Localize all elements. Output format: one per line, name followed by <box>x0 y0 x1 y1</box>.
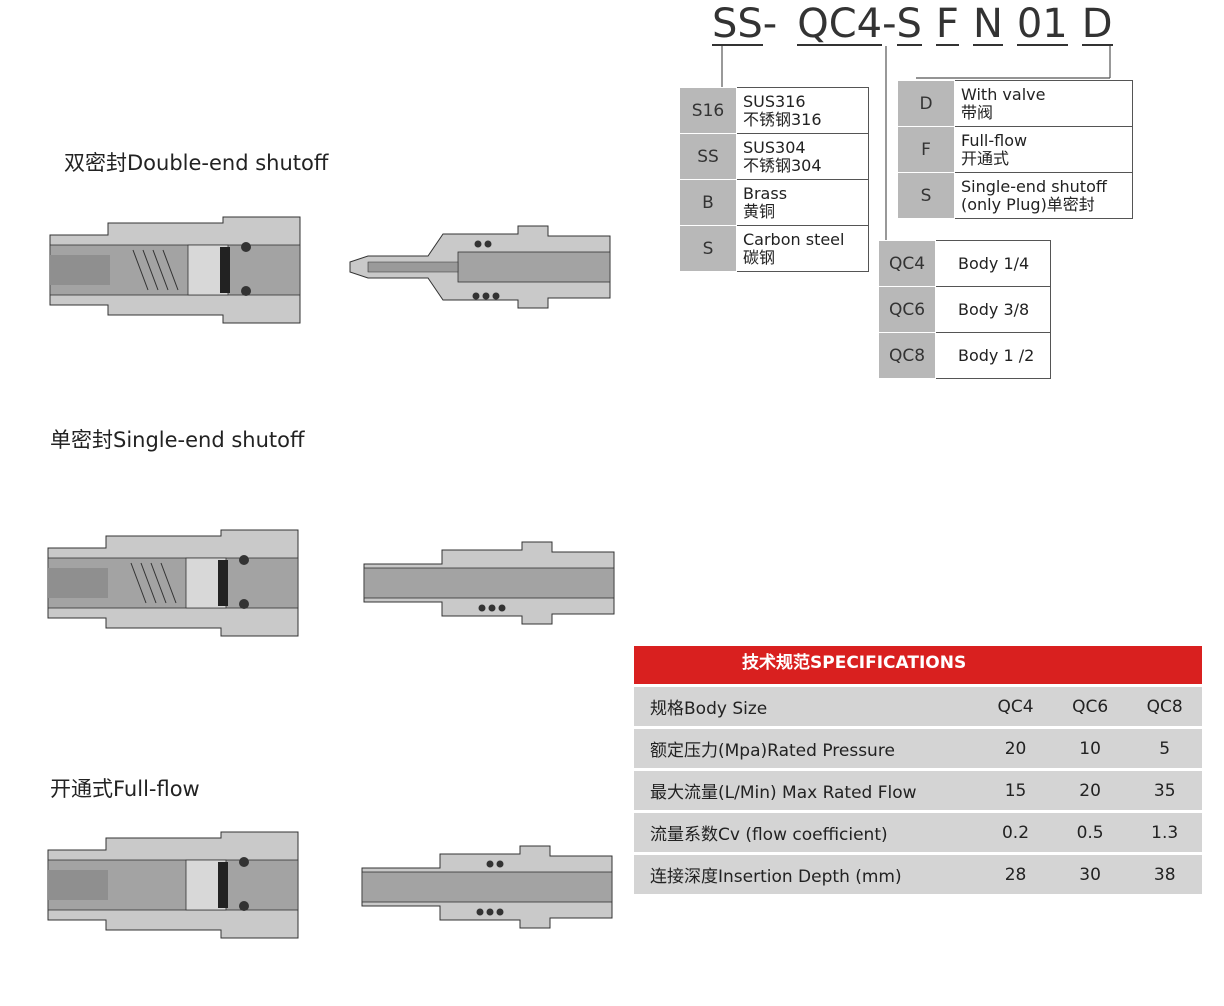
code-f: F <box>935 1 959 47</box>
body-code: QC8 <box>878 332 936 379</box>
valve-name-cn: (only Plug)单密封 <box>961 194 1095 214</box>
spec-cell: 20 <box>1004 738 1027 759</box>
body-label: Body 3/8 <box>935 286 1051 333</box>
spec-row-label: 最大流量(L/Min) Max Rated Flow <box>650 783 917 803</box>
material-name: SUS316 <box>743 91 806 111</box>
valve-name-cn: 带阀 <box>961 102 994 122</box>
material-name: SUS304 <box>743 137 806 157</box>
material-name-cn: 黄铜 <box>743 201 776 221</box>
spec-row: 流量系数Cv (flow coefficient) 0.2 0.5 1.3 <box>634 813 1202 852</box>
code-valve: D <box>1081 1 1113 47</box>
body-label: Body 1/4 <box>935 240 1051 287</box>
spec-row: 连接深度Insertion Depth (mm) 28 30 38 <box>634 855 1202 894</box>
socket-illustration <box>49 216 301 324</box>
section-title-double: 双密封Double-end shutoff <box>64 151 329 175</box>
socket-illustration <box>47 831 299 939</box>
spec-cell: 38 <box>1153 864 1176 885</box>
material-name-cn: 不锈钢316 <box>743 109 822 129</box>
valve-code: S <box>897 172 955 219</box>
valve-code: F <box>897 126 955 173</box>
spec-cell: 15 <box>1004 780 1027 801</box>
valve-code: D <box>897 80 955 127</box>
code-material: SS <box>712 1 763 47</box>
material-code: S <box>679 225 737 272</box>
specifications-table: 技术规范SPECIFICATIONS 规格Body Size QC4 QC6 Q… <box>634 646 1202 894</box>
code-dash-2: - <box>882 1 897 47</box>
valve-name: Full-flow <box>961 130 1028 150</box>
valve-name: Single-end shutoff <box>961 176 1107 196</box>
section-title-fullflow: 开通式Full-flow <box>50 777 200 801</box>
spec-row-label: 额定压力(Mpa)Rated Pressure <box>650 741 895 761</box>
material-code: B <box>679 179 737 226</box>
spec-cell: 20 <box>1079 780 1101 801</box>
spec-col-qc6: QC6 <box>1072 696 1109 717</box>
material-code: SS <box>679 133 737 180</box>
spec-col-qc8: QC8 <box>1146 696 1183 717</box>
material-name-cn: 不锈钢304 <box>743 155 822 175</box>
body-code: QC4 <box>878 240 936 287</box>
material-name: Carbon steel <box>743 229 845 249</box>
code-dash-1: - <box>762 1 778 47</box>
spec-row-label: 流量系数Cv (flow coefficient) <box>650 825 888 845</box>
spec-cell: 28 <box>1004 864 1027 885</box>
spec-cell: 0.2 <box>1001 822 1030 843</box>
material-name: Brass <box>743 183 788 203</box>
spec-row: 最大流量(L/Min) Max Rated Flow 15 20 35 <box>634 771 1202 810</box>
section-title-single: 单密封Single-end shutoff <box>50 428 305 452</box>
code-connector-lines <box>721 46 1111 241</box>
spec-cell: 30 <box>1079 864 1101 885</box>
valve-name-cn: 开通式 <box>961 148 1010 168</box>
spec-row: 额定压力(Mpa)Rated Pressure 20 10 5 <box>634 729 1202 768</box>
spec-row-label: 连接深度Insertion Depth (mm) <box>650 867 902 887</box>
material-code: S16 <box>679 87 737 134</box>
plug-illustration <box>363 541 615 625</box>
valve-name: With valve <box>961 84 1046 104</box>
socket-illustration <box>47 529 299 637</box>
code-body: QC4 <box>797 1 883 47</box>
plug-illustration <box>361 845 613 929</box>
spec-cell: 10 <box>1079 738 1101 759</box>
spec-cell: 35 <box>1153 780 1176 801</box>
valve-row: S Single-end shutoff(only Plug)单密封 <box>897 172 1133 219</box>
spec-header-label: 规格Body Size <box>650 699 768 719</box>
code-size: 01 <box>1016 1 1068 47</box>
spec-cell: 5 <box>1159 738 1171 759</box>
spec-col-qc4: QC4 <box>997 696 1034 717</box>
material-name-cn: 碳钢 <box>743 247 776 267</box>
spec-cell: 0.5 <box>1076 822 1104 843</box>
spec-cell: 1.3 <box>1151 822 1179 843</box>
specifications-title: 技术规范SPECIFICATIONS <box>634 646 1202 684</box>
code-seal: S <box>896 1 922 47</box>
code-n: N <box>972 1 1003 47</box>
body-label: Body 1 /2 <box>935 332 1051 379</box>
body-code: QC6 <box>878 286 936 333</box>
spec-header-row: 规格Body Size QC4 QC6 QC8 <box>634 687 1202 726</box>
plug-illustration <box>349 225 611 309</box>
